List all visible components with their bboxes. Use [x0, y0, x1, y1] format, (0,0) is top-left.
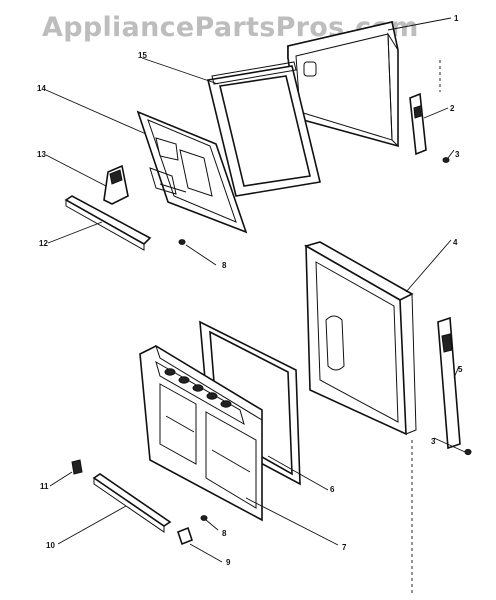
callout-9: 9	[226, 558, 231, 567]
callout-6: 6	[330, 485, 335, 494]
callout-14: 14	[37, 84, 46, 93]
callout-12: 12	[39, 239, 48, 248]
callout-8-upper: 8	[222, 261, 227, 270]
part-10-fresh-food-handle	[92, 473, 172, 533]
part-15-freezer-gasket	[207, 61, 321, 197]
callout-10: 10	[46, 541, 55, 550]
callout-3-lower: 3	[431, 437, 436, 446]
part-3-screw-upper	[442, 157, 450, 163]
part-8-screw-upper	[178, 239, 186, 245]
part-11-clip	[71, 459, 83, 475]
part-7-fresh-food-liner	[139, 344, 263, 522]
part-3-screw-lower	[464, 448, 472, 456]
callout-15: 15	[138, 51, 147, 60]
part-2-freezer-hinge	[409, 92, 427, 156]
egg-tray	[155, 360, 245, 426]
callout-1: 1	[454, 14, 459, 23]
callout-2: 2	[450, 104, 455, 113]
part-13-scoop-bracket	[103, 164, 129, 205]
callout-7: 7	[342, 543, 347, 552]
callout-8-lower: 8	[222, 529, 227, 538]
callout-3-upper: 3	[455, 150, 460, 159]
callout-5: 5	[458, 365, 463, 374]
leader-lines	[45, 17, 466, 563]
part-14-freezer-door-liner	[136, 110, 248, 234]
callout-13: 13	[37, 150, 46, 159]
part-4-fresh-food-door	[303, 241, 417, 436]
part-12-freezer-handle	[64, 195, 152, 251]
part-5-fresh-food-hinge	[437, 316, 461, 450]
part-1-freezer-door	[287, 20, 399, 148]
part-9-door-stop	[177, 526, 193, 546]
callout-11: 11	[40, 482, 49, 491]
part-8-screw-lower	[200, 515, 208, 521]
callout-4: 4	[453, 238, 458, 247]
